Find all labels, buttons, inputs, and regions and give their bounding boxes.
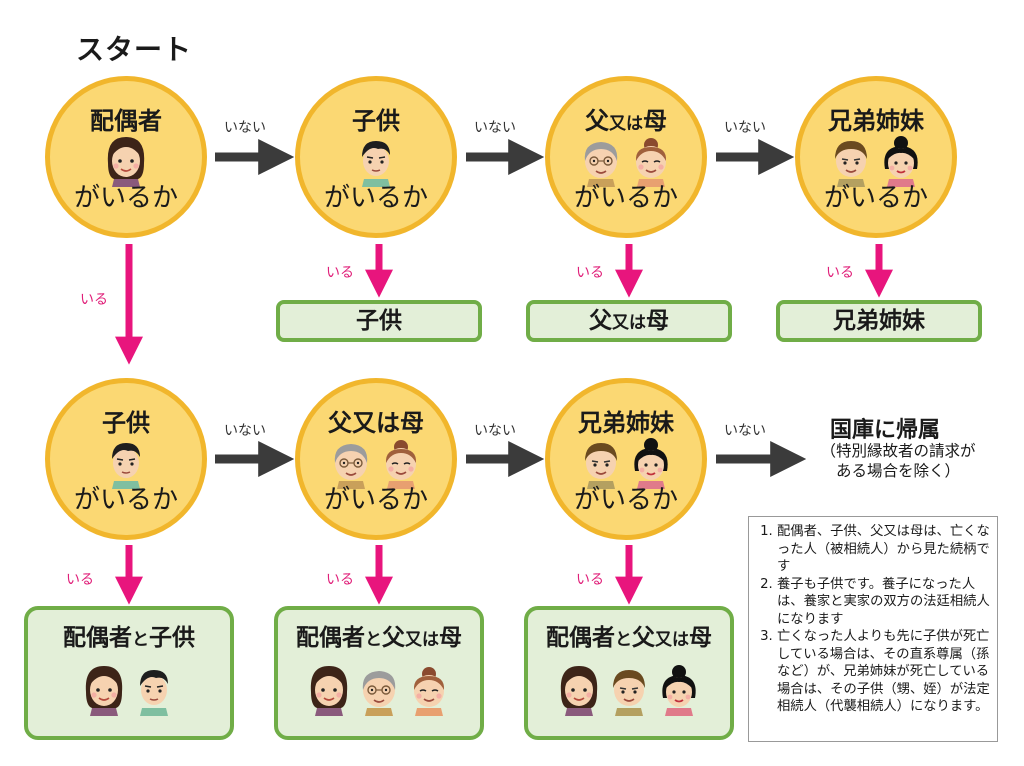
escheat-note: （特別縁故者の請求が ある場合を除く） xyxy=(820,442,976,480)
question-bottom: がいるか xyxy=(73,485,178,515)
label-no: いない xyxy=(474,120,516,136)
question-sibling: 兄弟姉妹 がいるか xyxy=(795,76,957,238)
woman-face-icon xyxy=(305,662,353,716)
grandma-face-icon xyxy=(405,662,453,716)
escheat-title: 国庫に帰属 xyxy=(830,418,941,443)
question-title: 兄弟姉妹 xyxy=(578,409,674,437)
question-sibling-with-spouse: 兄弟姉妹 がいるか xyxy=(545,378,707,540)
question-bottom: がいるか xyxy=(73,183,178,213)
question-title: 子供 xyxy=(102,409,150,437)
result-child: 子供 xyxy=(276,300,482,342)
label-no: いない xyxy=(724,120,766,136)
result-spouse-and-parent: 配偶者と父又は母 xyxy=(274,606,484,740)
label-no: いない xyxy=(224,120,266,136)
woman-face-icon xyxy=(80,662,128,716)
question-bottom: がいるか xyxy=(573,485,678,515)
notes-box: 配偶者、子供、父又は母は、亡くなった人（被相続人）から見た続柄です 養子も子供で… xyxy=(748,516,998,742)
question-title: 配偶者 xyxy=(90,107,162,135)
label-no: いない xyxy=(224,423,266,439)
question-bottom: がいるか xyxy=(323,485,428,515)
label-no: いない xyxy=(724,423,766,439)
woman-face-icon xyxy=(555,662,603,716)
question-child: 子供 がいるか xyxy=(295,76,457,238)
question-title: 父又は母 xyxy=(328,409,424,437)
question-bottom: がいるか xyxy=(573,183,678,213)
result-spouse-and-child: 配偶者と子供 xyxy=(24,606,234,740)
result-sibling: 兄弟姉妹 xyxy=(776,300,982,342)
label-yes: いる xyxy=(80,292,108,308)
start-label: スタート xyxy=(76,33,193,66)
older-sister-face-icon xyxy=(655,662,703,716)
note-item: 亡くなった人よりも先に子供が死亡している場合は、その直系尊属（孫など）が、兄弟姉… xyxy=(777,628,991,716)
result-parent: 父又は母 xyxy=(526,300,732,342)
note-item: 養子も子供です。養子になった人は、養家と実家の双方の法廷相続人になります xyxy=(777,576,991,629)
note-item: 配偶者、子供、父又は母は、亡くなった人（被相続人）から見た続柄です xyxy=(777,523,991,576)
label-yes: いる xyxy=(326,265,354,281)
question-title: 兄弟姉妹 xyxy=(828,107,924,135)
grandpa-face-icon xyxy=(355,662,403,716)
boy-face-icon xyxy=(130,662,178,716)
question-parent: 父又は母 がいるか xyxy=(545,76,707,238)
label-yes: いる xyxy=(66,572,94,588)
question-title: 子供 xyxy=(352,107,400,135)
label-no: いない xyxy=(474,423,516,439)
question-parent-with-spouse: 父又は母 がいるか xyxy=(295,378,457,540)
question-bottom: がいるか xyxy=(323,183,428,213)
label-yes: いる xyxy=(576,572,604,588)
question-child-with-spouse: 子供 がいるか xyxy=(45,378,207,540)
label-yes: いる xyxy=(826,265,854,281)
label-yes: いる xyxy=(326,572,354,588)
question-bottom: がいるか xyxy=(823,183,928,213)
question-title: 父又は母 xyxy=(585,107,667,135)
question-spouse: 配偶者 がいるか xyxy=(45,76,207,238)
label-yes: いる xyxy=(576,265,604,281)
result-spouse-and-sibling: 配偶者と父又は母 xyxy=(524,606,734,740)
older-brother-face-icon xyxy=(605,662,653,716)
